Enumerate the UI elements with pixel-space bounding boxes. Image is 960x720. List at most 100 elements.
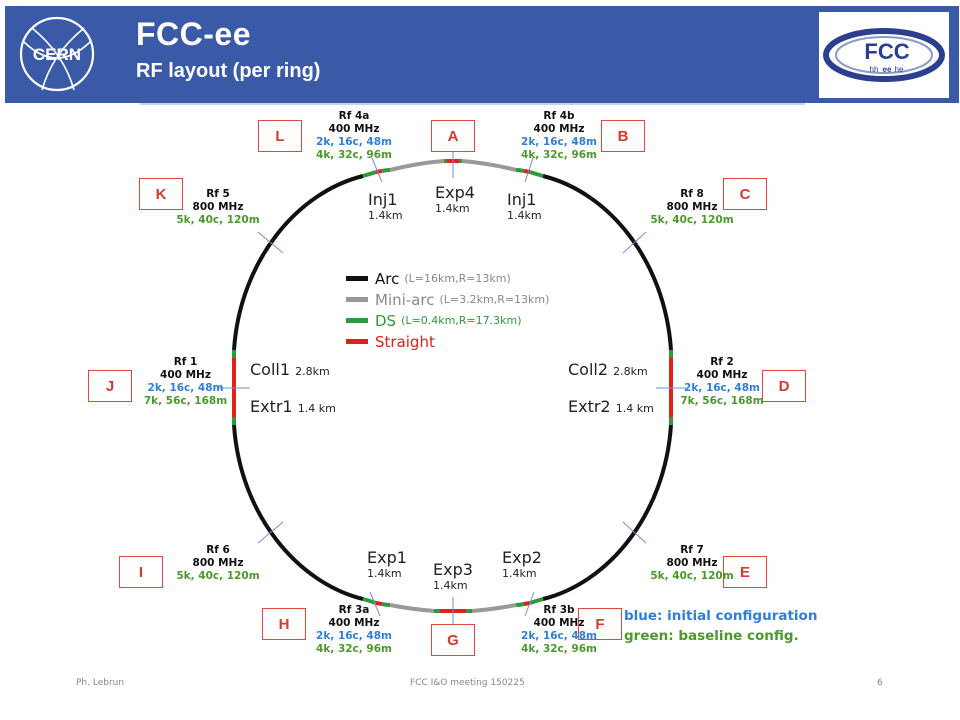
rf-baseline: 4k, 32c, 96m — [521, 643, 597, 655]
section-length: 1.4km — [433, 579, 468, 592]
tick-i — [257, 521, 284, 544]
point-label-d: D — [762, 370, 806, 402]
fcc-logo-sub-hh: hh — [870, 65, 879, 74]
legend-params: (L=0.4km,R=17.3km) — [401, 314, 522, 327]
straight-bot-right — [523, 601, 531, 606]
rf-initial: 2k, 16c, 48m — [521, 630, 597, 642]
section-length: 1.4km — [368, 209, 403, 222]
rf-freq: 800 MHz — [666, 201, 718, 213]
rf-name: Rf 4a — [338, 110, 370, 122]
mini-arc-bottom-right — [471, 603, 517, 613]
fcc-logo-sub-he: he — [895, 65, 904, 74]
legend-label: Mini-arc — [375, 290, 435, 309]
section-length: 1.4km — [502, 567, 537, 580]
rf-baseline: 4k, 32c, 96m — [521, 149, 597, 161]
section-name: Coll1 — [250, 360, 291, 379]
section-exp4: Exp4 1.4km — [435, 183, 475, 215]
footer-meeting: FCC I&O meeting 150225 — [410, 678, 525, 688]
tick-b — [524, 157, 534, 183]
ds-bot-3 — [515, 602, 525, 607]
cern-logo-icon: CERN — [19, 16, 95, 92]
section-name: Exp3 — [433, 560, 473, 579]
note-initial: blue: initial configuration — [624, 608, 818, 624]
tick-f — [524, 591, 535, 617]
page-subtitle: RF layout (per ring) — [136, 60, 321, 82]
rf-name: Rf 1 — [173, 356, 198, 368]
rf-initial: 2k, 16c, 48m — [316, 630, 392, 642]
point-label-f: F — [578, 608, 622, 640]
cern-logo-text: CERN — [33, 45, 81, 64]
point-label-k: K — [139, 178, 183, 210]
rf-name: Rf 7 — [680, 544, 704, 556]
section-name: Extr2 — [568, 397, 611, 416]
section-name: Exp1 — [367, 548, 407, 567]
rf-freq: 800 MHz — [666, 557, 718, 569]
rf-block-6: Rf 6 800 MHz 5k, 40c, 120m — [172, 544, 264, 583]
section-name: Inj1 — [507, 190, 537, 209]
straight-bot-left — [375, 601, 383, 606]
section-name: Inj1 — [368, 190, 398, 209]
ds-top-4 — [529, 170, 544, 178]
legend-swatch — [346, 339, 368, 344]
rf-baseline: 5k, 40c, 120m — [176, 214, 260, 226]
point-label-e: E — [723, 556, 767, 588]
legend-item-mini-arc: Mini-arc (L=3.2km,R=13km) — [346, 289, 549, 310]
rf-baseline: 4k, 32c, 96m — [316, 643, 392, 655]
section-length: 1.4km — [367, 567, 402, 580]
rf-block-3a: Rf 3a 400 MHz 2k, 16c, 48m 4k, 32c, 96m — [307, 604, 401, 656]
rf-baseline: 4k, 32c, 96m — [316, 149, 392, 161]
rf-freq: 400 MHz — [533, 123, 585, 135]
legend-item-ds: DS (L=0.4km,R=17.3km) — [346, 310, 549, 331]
rf-baseline: 5k, 40c, 120m — [650, 214, 734, 226]
rf-initial: 2k, 16c, 48m — [684, 382, 760, 394]
config-notes: blue: initial configuration green: basel… — [624, 606, 817, 646]
fcc-logo-icon: FCC hh ee he — [823, 28, 945, 82]
rf-freq: 800 MHz — [192, 557, 244, 569]
arc-bottom-left — [232, 424, 364, 601]
arc-bottom-right — [542, 424, 673, 601]
fcc-logo-text: FCC — [864, 39, 909, 64]
rf-baseline: 5k, 40c, 120m — [176, 570, 260, 582]
rf-initial: 2k, 16c, 48m — [316, 136, 392, 148]
fcc-logo: FCC hh ee he — [819, 12, 949, 98]
legend-label: Arc — [375, 269, 400, 288]
section-name: Exp2 — [502, 548, 542, 567]
rf-baseline: 5k, 40c, 120m — [650, 570, 734, 582]
rf-freq: 400 MHz — [160, 369, 211, 381]
rf-block-5: Rf 5 800 MHz 5k, 40c, 120m — [172, 188, 264, 227]
rf-block-4b: Rf 4b 400 MHz 2k, 16c, 48m 4k, 32c, 96m — [512, 110, 606, 162]
tick-k — [257, 231, 284, 254]
rf-freq: 400 MHz — [328, 617, 380, 629]
section-exp1: Exp1 1.4km — [367, 548, 407, 580]
legend-swatch — [346, 297, 368, 302]
mini-arc-bottom-left — [389, 603, 435, 613]
rf-freq: 400 MHz — [533, 617, 585, 629]
legend-swatch — [346, 318, 368, 323]
straight-top-right — [523, 169, 531, 174]
page-title: FCC-ee — [136, 16, 252, 52]
footer-author: Ph. Lebrun — [76, 678, 125, 688]
rf-block-1: Rf 1 400 MHz 2k, 16c, 48m 7k, 56c, 168m — [138, 356, 233, 408]
section-name: Exp4 — [435, 183, 475, 202]
point-label-i: I — [119, 556, 163, 588]
point-label-c: C — [723, 178, 767, 210]
arc-top-right — [542, 174, 673, 351]
straight-top-left — [375, 169, 383, 174]
ds-top-3 — [515, 168, 525, 173]
fcc-logo-sub-ee: ee — [883, 65, 892, 74]
ds-top-2 — [381, 168, 391, 173]
rf-name: Rf 2 — [710, 356, 734, 368]
rf-baseline: 7k, 56c, 168m — [143, 395, 228, 407]
mini-arc-top-left — [389, 159, 445, 172]
legend-params: (L=16km,R=13km) — [404, 272, 511, 285]
point-label-a: A — [431, 120, 475, 152]
section-length: 2.8km — [295, 365, 330, 378]
section-extr1: Extr1 1.4 km — [250, 397, 336, 416]
footer-page-number: 6 — [877, 678, 883, 688]
rf-block-3b: Rf 3b 400 MHz 2k, 16c, 48m 4k, 32c, 96m — [512, 604, 606, 656]
rf-baseline: 7k, 56c, 168m — [680, 395, 764, 407]
rf-name: Rf 3b — [543, 604, 575, 616]
rf-initial: 2k, 16c, 48m — [521, 136, 597, 148]
tick-h — [369, 591, 381, 617]
